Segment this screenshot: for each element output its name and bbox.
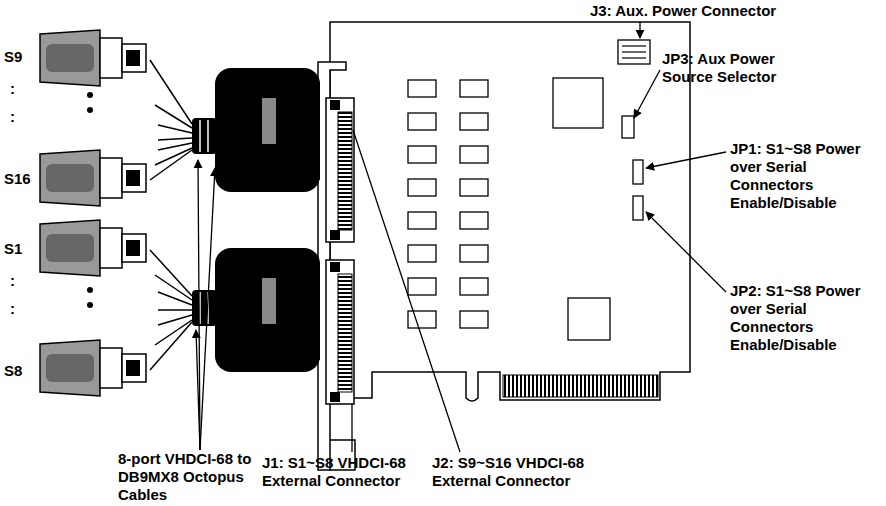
callout-label: J3: Aux. Power Connector bbox=[590, 2, 840, 20]
port-label: S9 bbox=[4, 48, 34, 66]
port-label: : bbox=[10, 80, 22, 98]
port-label: : bbox=[10, 272, 22, 290]
port-label: : bbox=[10, 300, 22, 318]
callout-label: J2: S9~S16 VHDCI-68 External Connector bbox=[432, 454, 612, 490]
callout-label: JP3: Aux Power Source Selector bbox=[662, 50, 802, 86]
port-label: S16 bbox=[4, 170, 38, 188]
port-label: S8 bbox=[4, 362, 34, 380]
port-label: S1 bbox=[4, 240, 34, 258]
port-label: : bbox=[10, 108, 22, 126]
callout-label: J1: S1~S8 VHDCI-68 External Connector bbox=[262, 454, 427, 490]
callout-label: JP1: S1~S8 Power over Serial Connectors … bbox=[730, 140, 880, 212]
callout-label: JP2: S1~S8 Power over Serial Connectors … bbox=[730, 282, 880, 354]
callout-label: 8-port VHDCI-68 to DB9MX8 Octopus Cables bbox=[118, 450, 268, 504]
